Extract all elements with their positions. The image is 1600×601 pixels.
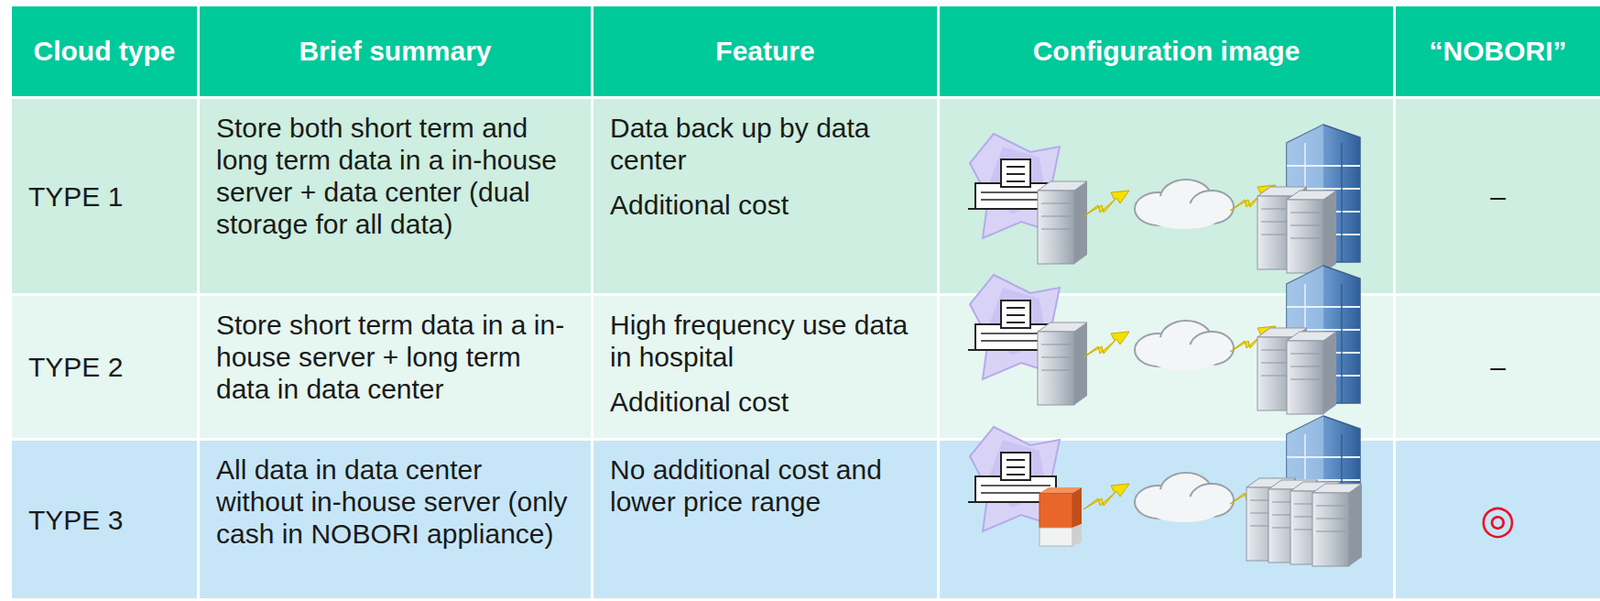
header-cell: Configuration image — [939, 6, 1396, 99]
config-type1 — [968, 124, 1361, 273]
brief-summary-cell: Store short term data in a in-house serv… — [199, 295, 594, 441]
brief-summary-cell: Store both short term and long term data… — [199, 98, 594, 296]
nobori-mark: – — [1490, 350, 1506, 383]
table-cell-text: TYPE 1 — [28, 180, 181, 213]
column-header: Cloud type — [33, 35, 176, 67]
header-cell: Brief summary — [199, 6, 594, 99]
column-header: Feature — [715, 35, 815, 67]
nobori-mark-cell: – — [1395, 295, 1600, 441]
feature-cell: No additional cost and lower price range — [593, 440, 940, 601]
configuration-image-cell — [939, 295, 1396, 441]
header-cell: “NOBORI” — [1395, 6, 1600, 99]
feature-cell: Data back up by data centerAdditional co… — [593, 98, 940, 296]
cloud-type-cell: TYPE 2 — [11, 295, 200, 441]
table-cell-text: Additional cost — [609, 188, 921, 221]
table-cell-text: All data in data center without in-house… — [216, 453, 575, 550]
nobori-mark-cell: ◎ — [1395, 440, 1600, 601]
table-cell-text: TYPE 3 — [28, 503, 181, 536]
brief-summary-cell: All data in data center without in-house… — [199, 440, 594, 601]
column-header: “NOBORI” — [1429, 35, 1568, 67]
table-cell-text: Store short term data in a in-house serv… — [216, 308, 575, 405]
config-type2 — [968, 265, 1361, 414]
header-cell: Cloud type — [11, 6, 200, 99]
cloud-type-cell: TYPE 1 — [11, 98, 200, 296]
feature-cell: High frequency use data in hospitalAddit… — [593, 295, 940, 441]
table-cell-text: High frequency use data in hospital — [609, 308, 921, 373]
column-header: Configuration image — [1033, 35, 1301, 67]
table-cell-text: Store both short term and long term data… — [216, 111, 575, 240]
table-cell-text: No additional cost and lower price range — [609, 453, 921, 518]
table-cell-text: TYPE 2 — [28, 350, 181, 383]
configuration-image-cell — [939, 98, 1396, 296]
cloud-type-cell: TYPE 3 — [11, 440, 200, 601]
nobori-mark: ◎ — [1480, 497, 1515, 542]
configuration-image-cell — [939, 440, 1396, 601]
header-cell: Feature — [593, 6, 940, 99]
table-cell-text: Additional cost — [609, 385, 921, 418]
config-type3 — [968, 415, 1362, 566]
column-header: Brief summary — [298, 35, 491, 67]
nobori-mark: – — [1490, 180, 1506, 213]
table-cell-text: Data back up by data center — [609, 111, 921, 176]
nobori-mark-cell: – — [1395, 98, 1600, 296]
